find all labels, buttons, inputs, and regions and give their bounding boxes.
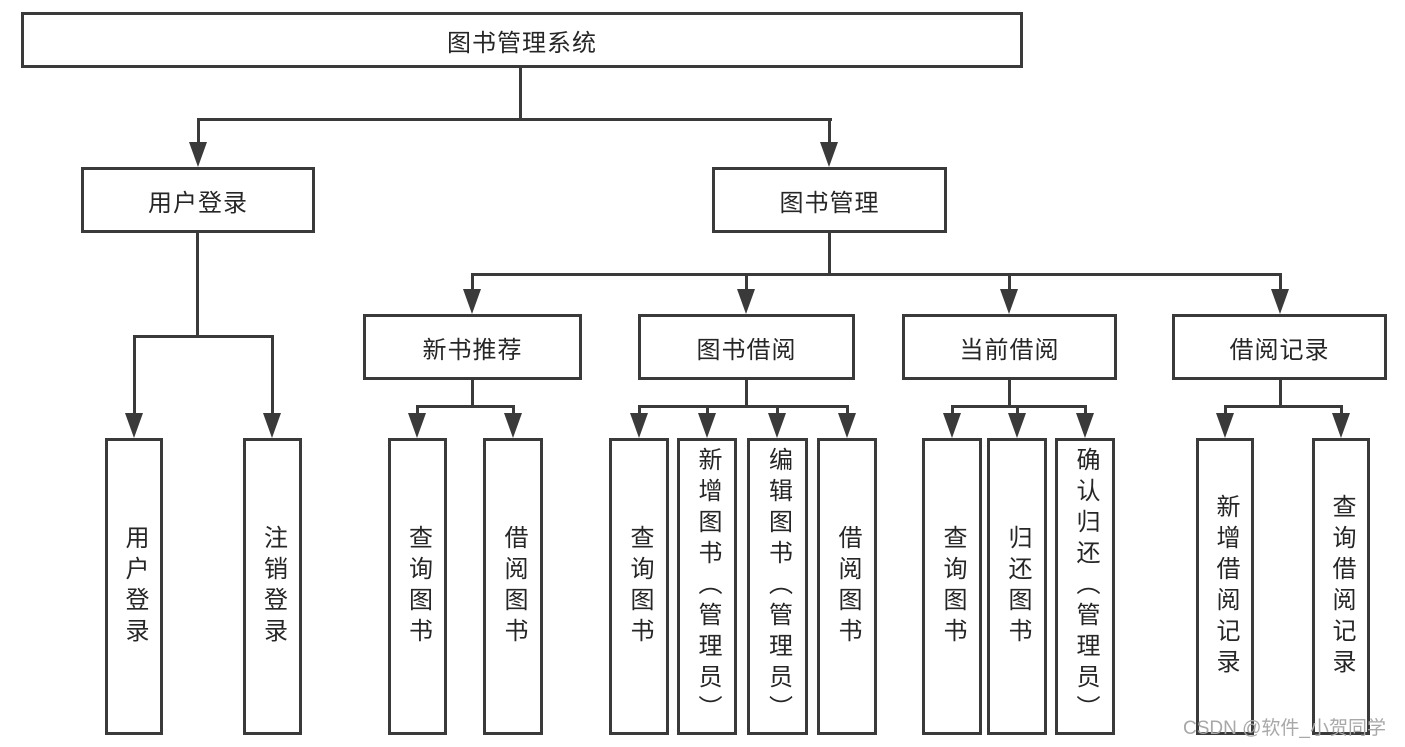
- arrow-down-icon: [1076, 413, 1094, 438]
- csdn-watermark: CSDN @软件_小贺同学: [1183, 718, 1386, 739]
- leaf-label: 编辑图书（管理员）: [764, 447, 792, 726]
- connector-line: [776, 405, 779, 417]
- connector-line: [1224, 405, 1343, 408]
- connector-line: [1340, 405, 1343, 417]
- arrow-down-icon: [1271, 289, 1289, 314]
- connector-line: [133, 335, 136, 417]
- leaf-label: 查询图书: [404, 524, 432, 649]
- leaf-label: 借阅图书: [834, 524, 861, 649]
- arrow-down-icon: [1000, 289, 1018, 314]
- leaf-add-books-admin: 新增图书（管理员）: [677, 438, 737, 735]
- connector-line: [1016, 405, 1019, 417]
- arrow-down-icon: [463, 289, 481, 314]
- connector-line: [1279, 380, 1282, 405]
- connector-line: [471, 273, 474, 293]
- leaf-label: 查询图书: [626, 524, 653, 649]
- arrow-down-icon: [838, 413, 856, 438]
- leaf-query-borrow-record: 查询借阅记录: [1312, 438, 1370, 735]
- node-label: 图书管理: [779, 189, 880, 217]
- leaf-label: 查询图书: [939, 524, 966, 649]
- connector-line: [1008, 380, 1011, 405]
- connector-line: [1279, 273, 1282, 293]
- node-book-management: 图书管理: [712, 167, 947, 233]
- arrow-down-icon: [189, 142, 207, 167]
- leaf-label: 新增借阅记录: [1212, 493, 1239, 680]
- arrow-down-icon: [820, 142, 838, 167]
- leaf-return-books: 归还图书: [987, 438, 1047, 735]
- arrow-down-icon: [1332, 413, 1350, 438]
- arrow-down-icon: [698, 413, 716, 438]
- leaf-label: 归还图书: [1004, 524, 1031, 649]
- connector-line: [197, 118, 832, 121]
- connector-line: [519, 68, 522, 118]
- leaf-query-books-recommend: 查询图书: [388, 438, 447, 735]
- leaf-user-login: 用户登录: [105, 438, 163, 735]
- node-label: 用户登录: [148, 189, 248, 217]
- connector-line: [1008, 273, 1011, 293]
- connector-line: [951, 405, 1087, 408]
- arrow-down-icon: [263, 413, 281, 438]
- connector-line: [638, 405, 641, 417]
- arrow-down-icon: [1008, 413, 1026, 438]
- leaf-borrow-books: 借阅图书: [817, 438, 877, 735]
- leaf-label: 借阅图书: [500, 524, 527, 649]
- connector-line: [638, 405, 849, 408]
- node-current-borrow: 当前借阅: [902, 314, 1117, 380]
- leaf-query-books-current: 查询图书: [922, 438, 982, 735]
- connector-line: [745, 273, 748, 293]
- connector-line: [416, 405, 515, 408]
- leaf-label: 确认归还（管理员）: [1072, 447, 1099, 726]
- leaf-label: 查询借阅记录: [1328, 493, 1355, 680]
- connector-line: [846, 405, 849, 417]
- connector-line: [1224, 405, 1227, 417]
- node-label: 图书管理系统: [447, 29, 597, 57]
- arrow-down-icon: [630, 413, 648, 438]
- leaf-borrow-books-recommend: 借阅图书: [483, 438, 543, 735]
- node-label: 图书借阅: [696, 336, 797, 364]
- connector-line: [471, 273, 1282, 276]
- connector-line: [828, 118, 831, 150]
- node-label: 当前借阅: [959, 336, 1060, 364]
- connector-line: [133, 335, 274, 338]
- connector-line: [471, 380, 474, 405]
- leaf-logout: 注销登录: [243, 438, 302, 735]
- arrow-down-icon: [125, 413, 143, 438]
- connector-line: [512, 405, 515, 417]
- connector-line: [828, 233, 831, 275]
- arrow-down-icon: [1216, 413, 1234, 438]
- node-label: 借阅记录: [1229, 336, 1330, 364]
- leaf-label: 新增图书（管理员）: [694, 447, 721, 726]
- leaf-confirm-return-admin: 确认归还（管理员）: [1055, 438, 1115, 735]
- node-label: 新书推荐: [422, 336, 523, 364]
- arrow-down-icon: [408, 413, 426, 438]
- leaf-edit-books-admin: 编辑图书（管理员）: [747, 438, 808, 735]
- node-library-system: 图书管理系统: [21, 12, 1023, 68]
- node-book-borrow: 图书借阅: [638, 314, 855, 380]
- connector-line: [416, 405, 419, 417]
- node-user-login: 用户登录: [81, 167, 315, 233]
- connector-line: [197, 118, 200, 150]
- leaf-add-borrow-record: 新增借阅记录: [1196, 438, 1254, 735]
- arrow-down-icon: [943, 413, 961, 438]
- connector-line: [706, 405, 709, 417]
- connector-line: [196, 233, 199, 335]
- connector-line: [271, 335, 274, 417]
- connector-line: [1084, 405, 1087, 417]
- arrow-down-icon: [768, 413, 786, 438]
- arrow-down-icon: [504, 413, 522, 438]
- leaf-label: 用户登录: [121, 524, 148, 649]
- arrow-down-icon: [737, 289, 755, 314]
- leaf-query-books-borrow: 查询图书: [609, 438, 669, 735]
- leaf-label: 注销登录: [259, 524, 287, 649]
- connector-line: [745, 380, 748, 405]
- connector-line: [951, 405, 954, 417]
- node-borrow-records: 借阅记录: [1172, 314, 1387, 380]
- node-new-book-recommend: 新书推荐: [363, 314, 582, 380]
